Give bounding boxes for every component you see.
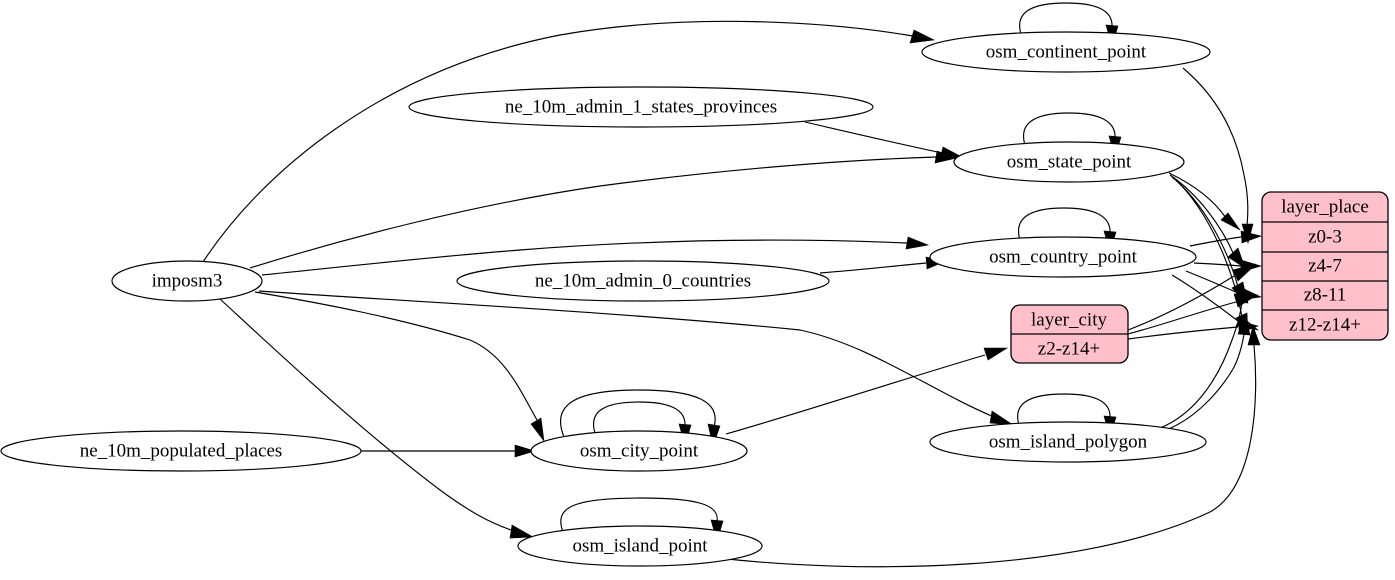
node-ne_10m_populated_places[interactable]: ne_10m_populated_places xyxy=(0,430,362,472)
node-shape[interactable] xyxy=(517,525,763,567)
edge-osm_country_point-self-loop xyxy=(1017,207,1111,244)
edge-osm_continent_point-self-loop xyxy=(1019,2,1113,38)
arrowhead xyxy=(983,347,1009,361)
record-row-z12-z14[interactable]: z12-z14+ xyxy=(1289,314,1361,335)
record-node-layer_city[interactable]: layer_city z2-z14+ xyxy=(1010,304,1129,364)
node-osm_country_point[interactable]: osm_country_point xyxy=(929,236,1197,278)
node-osm_continent_point[interactable]: osm_continent_point xyxy=(921,31,1211,73)
node-shape[interactable] xyxy=(953,141,1185,183)
record-row-z4-7[interactable]: z4-7 xyxy=(1308,255,1342,276)
edge-osm_island_point-self-loop xyxy=(560,497,718,533)
node-label: ne_10m_admin_0_countries xyxy=(535,270,751,291)
record-node-layer: layer_place z0-3 z4-7 z8-11 z12-z14+ lay… xyxy=(1010,191,1389,364)
edge-osm_state_point-to-layer_place-z8-11 xyxy=(1171,176,1239,288)
arrowhead xyxy=(1240,230,1263,244)
record-header-layer_city: layer_city xyxy=(1031,309,1107,330)
edge-osm_country_point-to-layer_place-z8-11 xyxy=(1185,270,1241,295)
edge-osm_state_point-to-layer_place-z0-3 xyxy=(1168,172,1227,219)
node-imposm3[interactable]: imposm3 xyxy=(111,260,263,302)
node-label: osm_country_point xyxy=(989,246,1137,267)
node-shape[interactable] xyxy=(456,260,830,302)
node-shape[interactable] xyxy=(408,86,874,128)
arrowhead xyxy=(509,524,535,539)
edge-imposm3-to-osm_continent_point xyxy=(202,20,914,263)
node-shape[interactable] xyxy=(929,236,1197,278)
node-layer: imposm3 ne_10m_admin_1_states_provinces … xyxy=(0,31,1211,567)
record-row-z0-3[interactable]: z0-3 xyxy=(1308,226,1342,247)
edge-layer_city-to-layer_place-z4-7 xyxy=(1127,275,1235,331)
record-row-z8-11[interactable]: z8-11 xyxy=(1304,284,1347,305)
node-shape[interactable] xyxy=(921,31,1211,73)
arrowhead xyxy=(909,29,936,44)
node-osm_island_point[interactable]: osm_island_point xyxy=(517,525,763,567)
edge-layer_city-to-layer_place-z8-11 xyxy=(1127,301,1237,335)
arrowhead xyxy=(1238,320,1259,334)
edge-osm_island_point-to-layer_place-z12-z14 xyxy=(717,344,1257,568)
node-label: ne_10m_populated_places xyxy=(80,440,283,461)
record-node-layer_place[interactable]: layer_place z0-3 z4-7 z8-11 z12-z14+ xyxy=(1261,191,1389,341)
node-shape[interactable] xyxy=(0,430,362,472)
record-header-layer_place: layer_place xyxy=(1281,196,1369,217)
edge-imposm3-to-osm_country_point xyxy=(261,239,908,276)
edge-osm_country_point-to-layer_place-z0-3 xyxy=(1189,236,1242,247)
node-label: ne_10m_admin_1_states_provinces xyxy=(505,96,777,117)
node-osm_island_polygon[interactable]: osm_island_polygon xyxy=(929,421,1207,463)
edge-osm_state_point-to-layer_place-z4-7 xyxy=(1169,174,1235,256)
node-label: osm_state_point xyxy=(1007,151,1132,172)
edge-layer xyxy=(202,2,1263,568)
edge-osm_island_polygon-to-layer_place-z8-11 xyxy=(1159,300,1243,429)
arrowhead xyxy=(707,423,721,448)
edge-osm_city_point-self-loop-inner xyxy=(593,401,686,437)
node-shape[interactable] xyxy=(929,421,1207,463)
edge-ne_10m_admin_0_countries-to-osm_country_point xyxy=(819,262,927,274)
edge-osm_state_point-self-loop xyxy=(1022,112,1116,149)
node-shape[interactable] xyxy=(530,430,748,472)
arrowhead xyxy=(1233,293,1258,308)
arrowhead xyxy=(530,417,545,443)
edge-ne_10m_admin_1_states_provinces-to-osm_state_point xyxy=(804,121,943,154)
record-row-z2-z14[interactable]: z2-z14+ xyxy=(1038,338,1100,359)
node-label: osm_continent_point xyxy=(986,41,1147,62)
edge-imposm3-to-osm_island_polygon xyxy=(258,290,995,418)
node-label: imposm3 xyxy=(152,270,223,291)
arrowhead xyxy=(939,146,964,160)
node-label: osm_city_point xyxy=(580,440,699,461)
edge-osm_city_point-to-layer_city-z2-z14 xyxy=(725,354,986,435)
record-box[interactable] xyxy=(1261,191,1389,341)
node-osm_city_point[interactable]: osm_city_point xyxy=(530,430,748,472)
edge-imposm3-to-osm_island_point xyxy=(219,298,515,532)
arrowhead xyxy=(905,236,930,250)
edge-osm_island_polygon-to-layer_place-z12-z14 xyxy=(1165,333,1245,431)
edge-osm_island_polygon-self-loop xyxy=(1017,393,1111,429)
arrowhead xyxy=(1220,212,1241,231)
node-shape[interactable] xyxy=(111,260,263,302)
node-ne_10m_admin_0_countries[interactable]: ne_10m_admin_0_countries xyxy=(456,260,830,302)
edge-osm_country_point-to-layer_place-z12-z14 xyxy=(1171,274,1239,322)
node-label: osm_island_point xyxy=(572,535,708,556)
arrowhead xyxy=(1232,263,1257,282)
edge-osm_country_point-to-layer_place-z4-7 xyxy=(1193,262,1242,267)
arrowhead xyxy=(1247,325,1261,346)
arrowhead xyxy=(989,410,1014,426)
node-ne_10m_admin_1_states_provinces[interactable]: ne_10m_admin_1_states_provinces xyxy=(408,86,874,128)
edge-layer_city-to-layer_place-z12-z14 xyxy=(1127,326,1239,340)
edge-osm_state_point-to-layer_place-z12-z14 xyxy=(1173,177,1243,318)
edge-osm_continent_point-to-layer_place-z0-3 xyxy=(1182,67,1249,227)
node-label: osm_island_polygon xyxy=(989,431,1148,452)
node-osm_state_point[interactable]: osm_state_point xyxy=(953,141,1185,183)
edge-osm_city_point-self-loop-outer xyxy=(559,389,716,438)
edge-imposm3-to-osm_state_point xyxy=(249,156,937,269)
arrowhead xyxy=(514,444,537,458)
edge-imposm3-to-osm_city_point xyxy=(254,291,538,421)
